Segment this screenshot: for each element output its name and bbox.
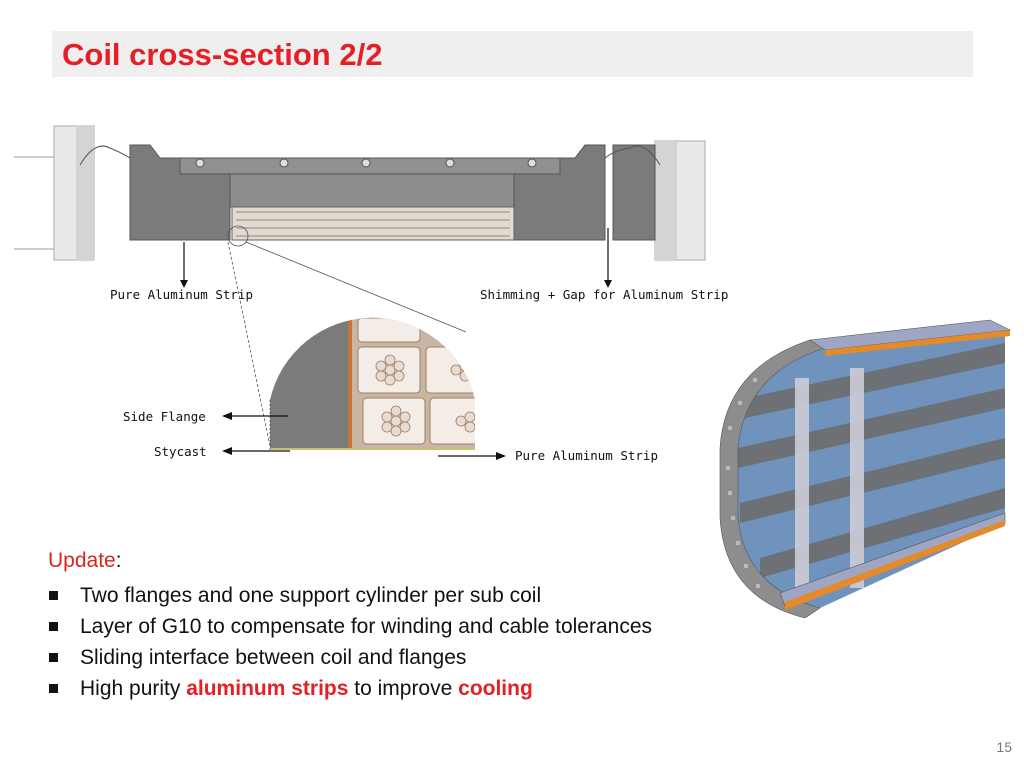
bullet-square-icon <box>49 622 58 631</box>
arrow-shimming <box>604 228 612 288</box>
slide-number: 15 <box>996 739 1012 755</box>
cross-section-diagram <box>14 125 706 460</box>
slide-title: Coil cross-section 2/2 <box>62 37 383 72</box>
right-outer-structure <box>654 140 706 261</box>
update-bullet-list: Two flanges and one support cylinder per… <box>48 580 652 704</box>
bullet-text-pre: High purity <box>80 677 187 700</box>
title-bar: Coil cross-section 2/2 <box>52 31 973 77</box>
bullet-square-icon <box>49 653 58 662</box>
label-pure-aluminum-strip-detail: Pure Aluminum Strip <box>515 448 658 463</box>
arrow-stycast <box>222 447 290 455</box>
label-shimming-gap: Shimming + Gap for Aluminum Strip <box>480 287 729 302</box>
bullet-text-mid: to improve <box>348 677 459 700</box>
arrow-side-flange <box>222 412 288 420</box>
label-stycast: Stycast <box>154 444 207 459</box>
right-side-flange <box>612 144 656 241</box>
update-colon: : <box>115 549 122 572</box>
bullet-text: Sliding interface between coil and flang… <box>80 646 467 669</box>
arrow-pure-aluminum-top <box>180 242 188 288</box>
list-item: Sliding interface between coil and flang… <box>48 642 652 673</box>
list-item: Layer of G10 to compensate for winding a… <box>48 611 652 642</box>
bullet-text: Two flanges and one support cylinder per… <box>80 584 542 607</box>
update-heading: Update: <box>48 548 122 573</box>
bullet-text: Layer of G10 to compensate for winding a… <box>80 615 653 638</box>
update-label: Update <box>48 549 116 572</box>
coil-cylinder-3d <box>719 319 1012 618</box>
label-pure-aluminum-strip-top: Pure Aluminum Strip <box>110 287 253 302</box>
lifting-lugs <box>195 158 537 168</box>
highlight-cooling: cooling <box>458 677 533 700</box>
magnified-detail <box>269 317 475 450</box>
left-outer-structure <box>14 125 95 261</box>
label-side-flange: Side Flange <box>123 409 206 424</box>
list-item: High purity aluminum strips to improve c… <box>48 673 652 704</box>
arrow-pure-aluminum-detail <box>438 452 506 460</box>
highlight-aluminum-strips: aluminum strips <box>186 677 349 700</box>
bullet-square-icon <box>49 591 58 600</box>
bullet-square-icon <box>49 684 58 693</box>
list-item: Two flanges and one support cylinder per… <box>48 580 652 611</box>
support-cylinder-top <box>229 173 515 208</box>
